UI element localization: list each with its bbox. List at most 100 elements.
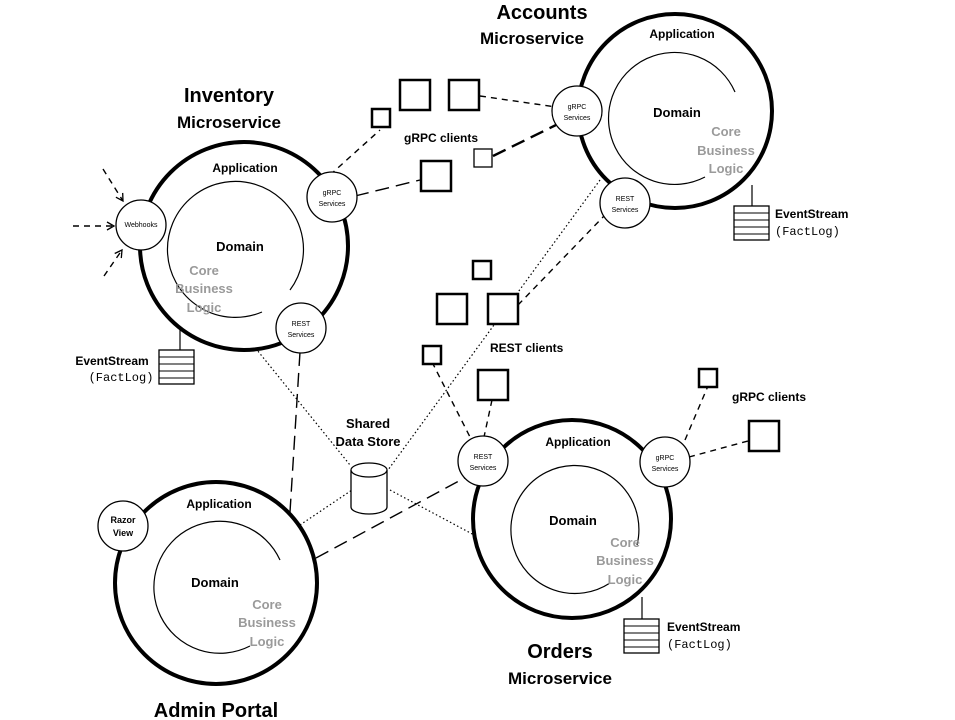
webhook-arrow-3 bbox=[103, 248, 123, 277]
inventory-domain-label: Domain bbox=[216, 239, 264, 254]
orders-grpc-label: gRPC bbox=[656, 455, 675, 462]
accounts-microservice: Accounts Microservice Application Domain… bbox=[480, 2, 848, 241]
orders-rest-services-label: Services bbox=[470, 465, 497, 472]
inventory-store-link bbox=[252, 344, 351, 466]
orders-title: Orders bbox=[527, 641, 593, 663]
accounts-eventstream-icon bbox=[733, 205, 770, 241]
orders-grpc-services-label: Services bbox=[652, 466, 679, 473]
accounts-grpc-services-label: Services bbox=[564, 115, 591, 122]
orders-grpc-node bbox=[639, 436, 691, 488]
orders-rest-node bbox=[457, 435, 509, 487]
accounts-rest-link bbox=[517, 215, 605, 306]
accounts-grpc-bold-link bbox=[492, 123, 557, 158]
accounts-rest-services-label: Services bbox=[612, 207, 639, 214]
inventory-application-label: Application bbox=[212, 161, 277, 175]
accounts-subtitle: Microservice bbox=[480, 29, 584, 48]
orders-business-label: Business bbox=[596, 553, 654, 568]
shared-store-label-1: Shared bbox=[346, 416, 390, 431]
inventory-webhooks-node bbox=[115, 199, 167, 251]
inventory-eventstream-label: EventStream bbox=[75, 354, 148, 368]
accounts-application-label: Application bbox=[649, 27, 714, 41]
inventory-subtitle: Microservice bbox=[177, 113, 281, 132]
accounts-core-label: Core bbox=[711, 124, 741, 139]
accounts-grpc-link bbox=[479, 95, 557, 108]
rest-clients-label: REST clients bbox=[490, 341, 564, 355]
orders-subtitle: Microservice bbox=[508, 669, 612, 688]
orders-core-label: Core bbox=[610, 535, 640, 550]
inventory-grpc-label: gRPC bbox=[323, 190, 342, 197]
orders-grpc-client-link2 bbox=[688, 440, 749, 458]
orders-eventstream-icon bbox=[623, 618, 660, 654]
rest-client-box-3 bbox=[476, 368, 510, 402]
accounts-domain-label: Domain bbox=[653, 105, 701, 120]
orders-domain-label: Domain bbox=[549, 513, 597, 528]
accounts-eventstream-label: EventStream bbox=[775, 207, 848, 221]
admin-orders-rest-link bbox=[315, 474, 471, 559]
store-orders-link bbox=[389, 489, 477, 537]
admin-razor-view-node bbox=[97, 500, 149, 552]
grpc-right-client-box bbox=[747, 419, 781, 453]
admin-domain-label: Domain bbox=[191, 575, 239, 590]
grpc-client-box-1 bbox=[398, 78, 432, 112]
orders-rest-label: REST bbox=[474, 454, 493, 461]
admin-core-label: Core bbox=[252, 597, 282, 612]
orders-factlog-label: (FactLog) bbox=[667, 638, 732, 652]
client-boxes: gRPC clients REST clients gRPC clients bbox=[370, 78, 806, 453]
grpc-client-box-small-1 bbox=[370, 107, 392, 129]
grpc-client-box-small-2 bbox=[473, 148, 493, 168]
grpc-client-box-3 bbox=[419, 159, 453, 193]
inventory-domain-arc bbox=[166, 180, 305, 318]
database-cylinder-icon bbox=[350, 462, 388, 515]
admin-logic-label: Logic bbox=[250, 634, 285, 649]
admin-razor-label: Razor bbox=[110, 515, 136, 525]
shared-data-store: Shared Data Store bbox=[335, 416, 401, 515]
rest-client-orders-link1 bbox=[431, 361, 471, 438]
accounts-business-label: Business bbox=[697, 143, 755, 158]
inventory-eventstream-icon bbox=[158, 349, 195, 385]
webhook-arrow-1 bbox=[102, 168, 124, 203]
orders-logic-label: Logic bbox=[608, 572, 643, 587]
orders-domain-arc bbox=[510, 464, 640, 595]
inventory-webhooks-label: Webhooks bbox=[125, 222, 158, 229]
inventory-rest-services-label: Services bbox=[288, 332, 315, 339]
accounts-rest-node bbox=[599, 177, 651, 229]
inventory-microservice: Inventory Microservice Application Domai… bbox=[75, 85, 358, 385]
accounts-grpc-label: gRPC bbox=[568, 104, 587, 111]
accounts-title: Accounts bbox=[496, 2, 587, 24]
inventory-factlog-label: (FactLog) bbox=[89, 371, 154, 385]
inventory-business-label: Business bbox=[175, 281, 233, 296]
inventory-rest-node bbox=[275, 302, 327, 354]
grpc-clients-right-label: gRPC clients bbox=[732, 390, 806, 404]
rest-client-box-1 bbox=[435, 292, 469, 326]
orders-grpc-client-link1 bbox=[684, 385, 709, 441]
accounts-grpc-node bbox=[551, 85, 603, 137]
orders-application-label: Application bbox=[545, 435, 610, 449]
grpc-right-client-box-small bbox=[697, 367, 719, 389]
accounts-logic-label: Logic bbox=[709, 161, 744, 176]
inventory-rest-admin-link bbox=[289, 351, 301, 513]
admin-title: Admin Portal bbox=[154, 700, 278, 720]
shared-store-label-2: Data Store bbox=[335, 434, 400, 449]
admin-view-label: View bbox=[113, 528, 134, 538]
rest-client-box-2 bbox=[486, 292, 520, 326]
admin-business-label: Business bbox=[238, 615, 296, 630]
admin-application-ring bbox=[113, 480, 319, 686]
accounts-domain-arc bbox=[607, 51, 736, 186]
inventory-title: Inventory bbox=[184, 85, 275, 107]
rest-client-orders-link2 bbox=[483, 399, 493, 438]
inventory-grpc-link bbox=[354, 179, 421, 197]
grpc-clients-top-label: gRPC clients bbox=[404, 131, 478, 145]
admin-application-label: Application bbox=[186, 497, 251, 511]
admin-portal: Application Domain Core Business Logic R… bbox=[97, 480, 319, 720]
accounts-rest-label: REST bbox=[616, 196, 635, 203]
orders-eventstream-label: EventStream bbox=[667, 620, 740, 634]
accounts-factlog-label: (FactLog) bbox=[775, 225, 840, 239]
rest-client-box-small-1 bbox=[471, 259, 493, 281]
grpc-client-box-2 bbox=[447, 78, 481, 112]
admin-domain-arc bbox=[153, 520, 281, 654]
inventory-logic-label: Logic bbox=[187, 300, 222, 315]
orders-application-ring bbox=[471, 418, 673, 620]
orders-microservice: Application Domain Core Business Logic R… bbox=[457, 418, 740, 688]
inventory-grpc-services-label: Services bbox=[319, 201, 346, 208]
connections bbox=[73, 95, 753, 620]
